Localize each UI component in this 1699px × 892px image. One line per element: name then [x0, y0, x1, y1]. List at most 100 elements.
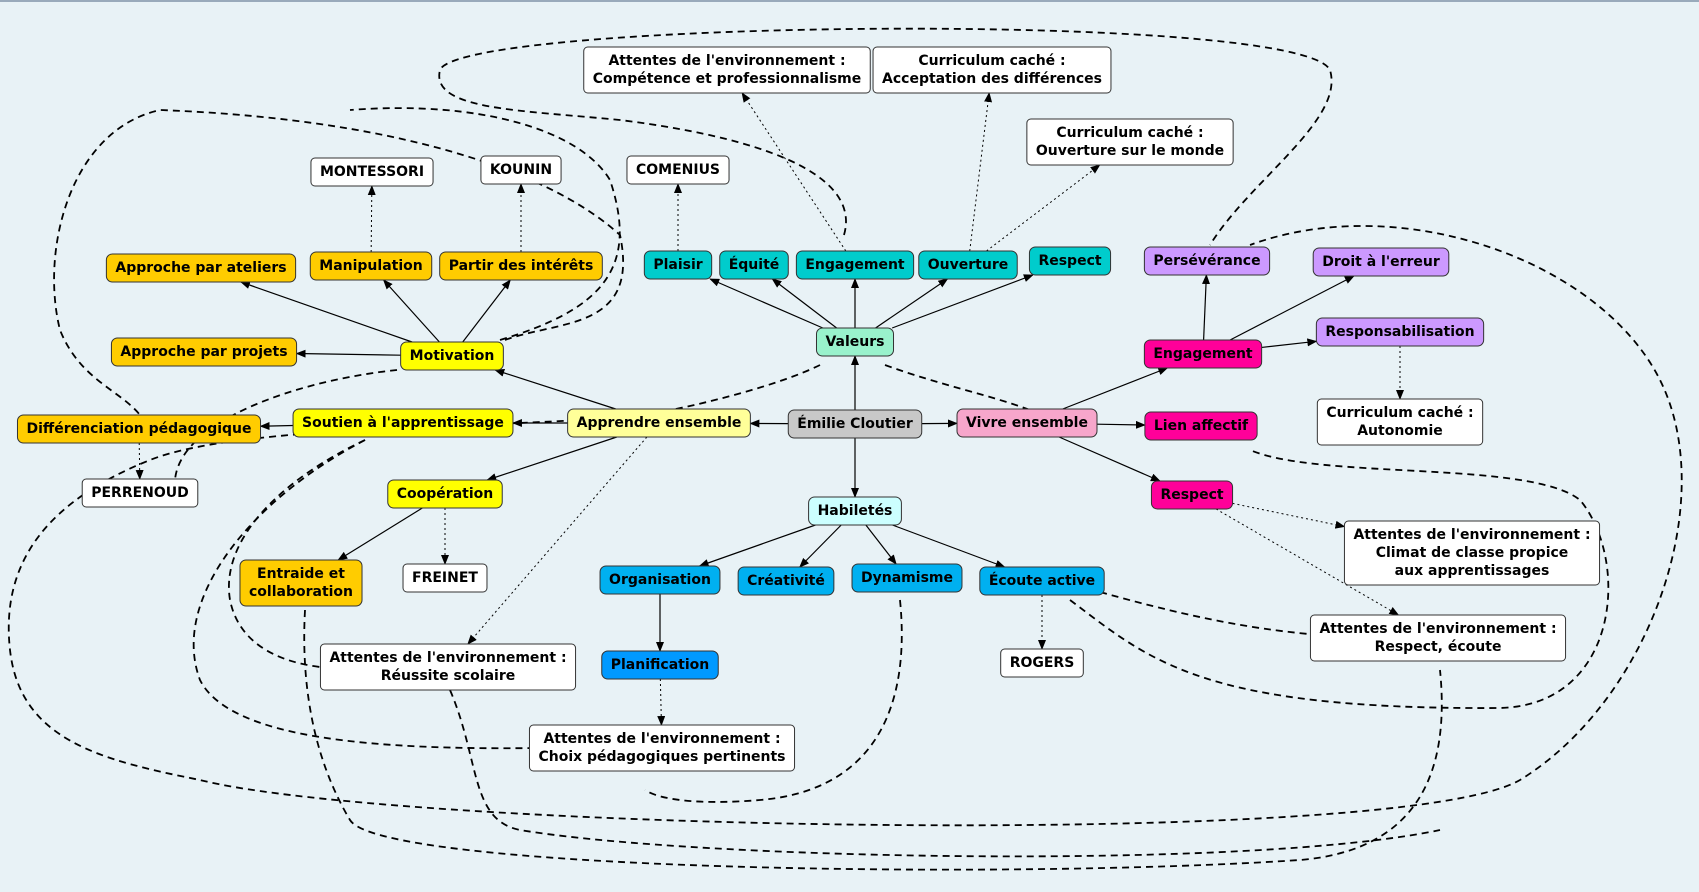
node-respect-vv: Respect	[1150, 480, 1234, 510]
node-box	[1150, 480, 1234, 510]
node-box	[918, 250, 1018, 280]
edge-respect-vv-to-env-climat	[1232, 502, 1346, 529]
node-label: Attentes de l'environnement :	[329, 650, 566, 666]
node-cooperation: Coopération	[387, 479, 503, 509]
cross-link	[1099, 591, 1321, 636]
edge-valeurs-to-ouverture	[875, 278, 949, 329]
node-box	[319, 643, 577, 691]
node-organisation: Organisation	[599, 565, 721, 595]
edge-habiletes-to-ecoute	[892, 524, 1006, 568]
node-motivation: Motivation	[400, 341, 504, 371]
node-box	[1026, 118, 1234, 166]
node-label: Coopération	[397, 486, 493, 502]
node-box	[583, 46, 871, 94]
node-box	[815, 327, 895, 357]
node-label: Plaisir	[653, 257, 702, 273]
node-vivre: Vivre ensemble	[956, 408, 1098, 438]
node-box	[480, 155, 562, 185]
node-valeurs: Valeurs	[815, 327, 895, 357]
node-droit: Droit à l'erreur	[1312, 247, 1450, 277]
node-ouverture: Ouverture	[918, 250, 1018, 280]
edge-ouverture-to-cc-ouv	[986, 164, 1101, 252]
node-label: Approche par ateliers	[115, 260, 286, 276]
node-label: KOUNIN	[490, 162, 552, 178]
node-label: Acceptation des différences	[882, 71, 1102, 87]
node-box	[956, 408, 1098, 438]
node-box	[851, 563, 963, 593]
node-cc-ouv: Curriculum caché :Ouverture sur le monde	[1026, 118, 1234, 166]
node-label: Engagement	[1153, 346, 1253, 362]
edge-respect-vv-to-env-respect	[1215, 508, 1400, 616]
node-box	[1000, 648, 1084, 678]
node-label: Attentes de l'environnement :	[608, 53, 845, 69]
node-plaisir: Plaisir	[643, 250, 713, 280]
node-soutien: Soutien à l'apprentissage	[292, 408, 514, 438]
node-label: aux apprentissages	[1395, 563, 1550, 579]
node-label: Compétence et professionnalisme	[593, 71, 862, 87]
node-engagement-vv: Engagement	[1143, 339, 1263, 369]
node-label: Écoute active	[989, 572, 1095, 589]
edge-motivation-to-projets	[295, 349, 401, 358]
node-lien: Lien affectif	[1144, 411, 1258, 441]
node-box	[1143, 246, 1271, 276]
top-border-line	[0, 0, 1699, 2]
node-rogers: ROGERS	[1000, 648, 1084, 678]
node-kounin: KOUNIN	[480, 155, 562, 185]
node-box	[979, 566, 1105, 596]
node-perrenoud: PERRENOUD	[81, 478, 199, 508]
node-label: Choix pédagogiques pertinents	[538, 749, 785, 765]
node-box	[787, 409, 923, 439]
node-box	[105, 253, 297, 283]
edge-apprendre-to-env-reussite	[467, 436, 648, 645]
node-label: MONTESSORI	[320, 164, 424, 180]
node-montessori: MONTESSORI	[310, 157, 434, 187]
node-equite: Équité	[719, 250, 789, 280]
cross-link	[174, 369, 398, 481]
node-freinet: FREINET	[402, 563, 488, 593]
node-label: Attentes de l'environnement :	[1353, 527, 1590, 543]
node-box	[601, 650, 719, 680]
node-apprendre: Apprendre ensemble	[567, 408, 751, 438]
node-ecoute: Écoute active	[979, 566, 1105, 596]
node-label: Climat de classe propice	[1376, 545, 1569, 561]
node-label: Organisation	[609, 572, 711, 588]
node-engagement-v: Engagement	[795, 250, 915, 280]
node-box	[1144, 411, 1258, 441]
edge-vivre-to-respect-vv	[1058, 436, 1161, 482]
edge-motivation-to-manipulation	[382, 279, 440, 343]
node-label: COMENIUS	[636, 162, 720, 178]
cross-link	[449, 689, 1441, 858]
node-label: Partir des intérêts	[449, 258, 594, 274]
edge-engagement-v-to-env-comp	[741, 92, 847, 252]
node-box	[402, 563, 488, 593]
edge-manipulation-to-montessori	[367, 185, 376, 253]
node-box	[239, 559, 363, 607]
cross-link	[53, 109, 624, 416]
node-box	[567, 408, 751, 438]
edge-soutien-to-differenciation	[259, 422, 294, 431]
cross-link	[1069, 449, 1610, 709]
node-box	[292, 408, 514, 438]
node-env-climat: Attentes de l'environnement : Climat de c…	[1343, 520, 1601, 586]
edge-engagement-vv-to-perseverance	[1202, 274, 1211, 341]
edge-habiletes-to-organisation	[698, 524, 816, 567]
node-box	[1315, 317, 1485, 347]
node-label: Respect, écoute	[1375, 639, 1502, 655]
node-label: Entraide et	[257, 566, 345, 582]
node-box	[528, 724, 796, 772]
node-label: Dynamisme	[861, 570, 953, 586]
node-label: Responsabilisation	[1325, 324, 1474, 340]
node-box	[1028, 246, 1112, 276]
edge-motivation-to-ateliers	[239, 281, 413, 343]
node-habiletes: Habiletés	[808, 496, 902, 526]
edge-engagement-vv-to-droit	[1229, 275, 1355, 341]
node-box	[16, 414, 262, 444]
node-label: Différenciation pédagogique	[26, 421, 251, 437]
node-box	[387, 479, 503, 509]
node-box	[737, 566, 835, 596]
node-box	[309, 251, 433, 281]
node-label: Ouverture	[928, 257, 1008, 273]
node-label: Persévérance	[1153, 253, 1260, 269]
